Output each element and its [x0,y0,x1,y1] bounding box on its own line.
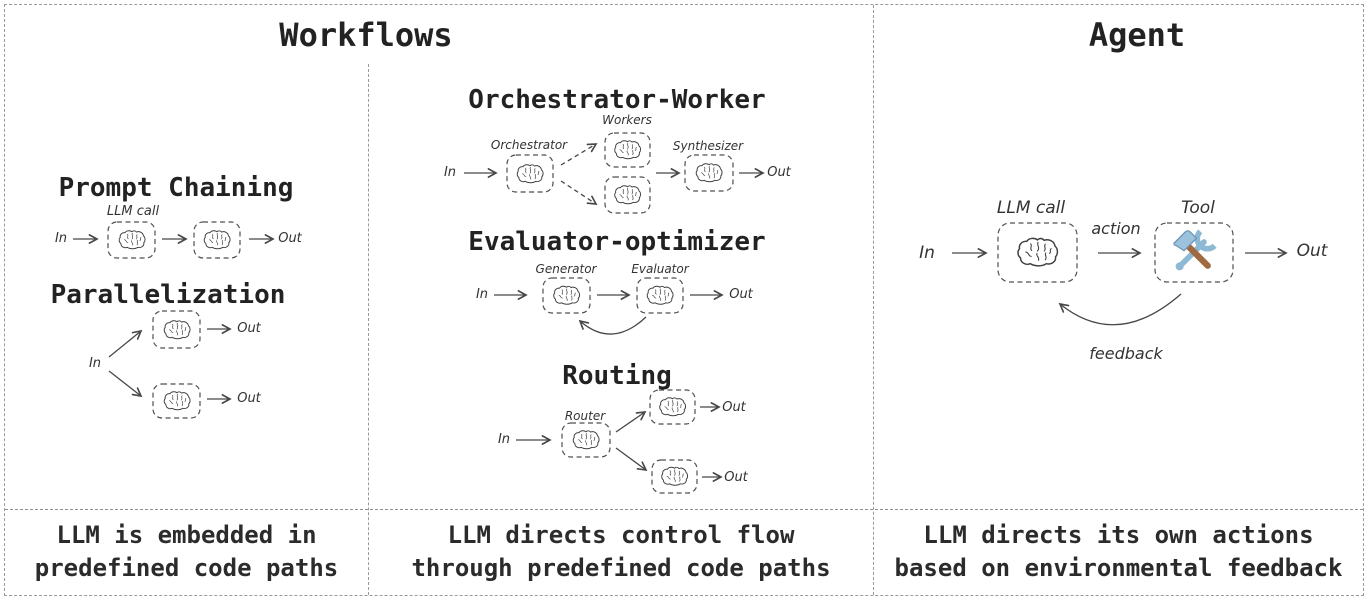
worker-box-top [604,132,651,168]
parallelization-llm-box-bottom [152,383,201,419]
workflows-section-title: Workflows [279,16,453,54]
parallelization-title: Parallelization [50,280,286,310]
prompt-chaining-llm-box-1 [107,221,156,259]
evaluator-optimizer-title: Evaluator-optimizer [468,227,766,257]
llm-call-label: LLM call [106,204,160,219]
generator-box [542,277,591,314]
caption-line: LLM directs control flow [447,521,795,549]
arrow-agent-feedback-loop [1058,293,1182,326]
caption-line: predefined code paths [34,554,339,582]
out-label: Out [729,287,753,302]
arrow-par-down [108,370,143,398]
flow-arrows [73,143,1288,482]
router-label: Router [564,409,606,423]
synthesizer-label: Synthesizer [672,139,744,153]
in-label: In [443,165,457,180]
workers-label: Workers [602,113,652,127]
routing-title: Routing [562,361,672,391]
out-label: Out [1296,241,1328,261]
orchestrator-box [506,154,554,193]
workflows-agent-divider [873,5,874,595]
workflows-left-caption: LLM is embedded in predefined code paths [6,511,367,593]
evaluator-box [636,277,684,314]
out-label: Out [237,391,261,406]
llm-boxes [107,132,1234,494]
parallelization-llm-box-top [152,310,201,349]
prompt-chaining-title: Prompt Chaining [58,173,294,203]
agent-llm-box [997,222,1078,283]
in-label: In [475,287,489,302]
caption-line: through predefined code paths [411,554,831,582]
out-label: Out [722,400,746,415]
agent-section-title: Agent [1088,16,1186,54]
arrow-eva-feedback-loop [578,316,647,335]
llm-call-label: LLM call [996,198,1066,218]
in-label: In [88,356,102,371]
action-label: action [1091,219,1141,238]
caption-row-divider [5,509,1363,510]
orchestrator-worker-title: Orchestrator-Worker [468,85,766,115]
in-label: In [54,231,68,246]
prompt-chaining-llm-box-2 [193,221,241,259]
out-label: Out [724,470,748,485]
caption-line: LLM directs its own actions [923,521,1314,549]
routing-llm-box-top [649,389,696,425]
in-label: In [919,243,935,263]
agent-caption: LLM directs its own actions based on env… [875,511,1362,593]
arrow-par-up [108,329,143,358]
arrow-orc-worker-top [560,143,598,166]
arrow-orc-worker-bottom [560,180,598,205]
arrow-routing-up [615,411,647,433]
out-label: Out [767,165,791,180]
caption-line: based on environmental feedback [894,554,1343,582]
arrow-routing-down [615,447,648,472]
workflows-columns-divider [368,64,369,595]
out-label: Out [237,321,261,336]
workflows-middle-caption: LLM directs control flow through predefi… [369,511,873,593]
tool-label: Tool [1181,198,1215,218]
worker-box-bottom [604,176,651,214]
synthesizer-box [684,154,734,192]
out-label: Out [278,231,302,246]
routing-llm-box-bottom [651,459,698,494]
evaluator-label: Evaluator [631,262,689,276]
orchestrator-label: Orchestrator [490,138,568,152]
feedback-label: feedback [1089,344,1163,363]
in-label: In [497,432,511,447]
caption-line: LLM is embedded in [56,521,317,549]
generator-label: Generator [535,262,597,276]
router-box [561,422,611,458]
